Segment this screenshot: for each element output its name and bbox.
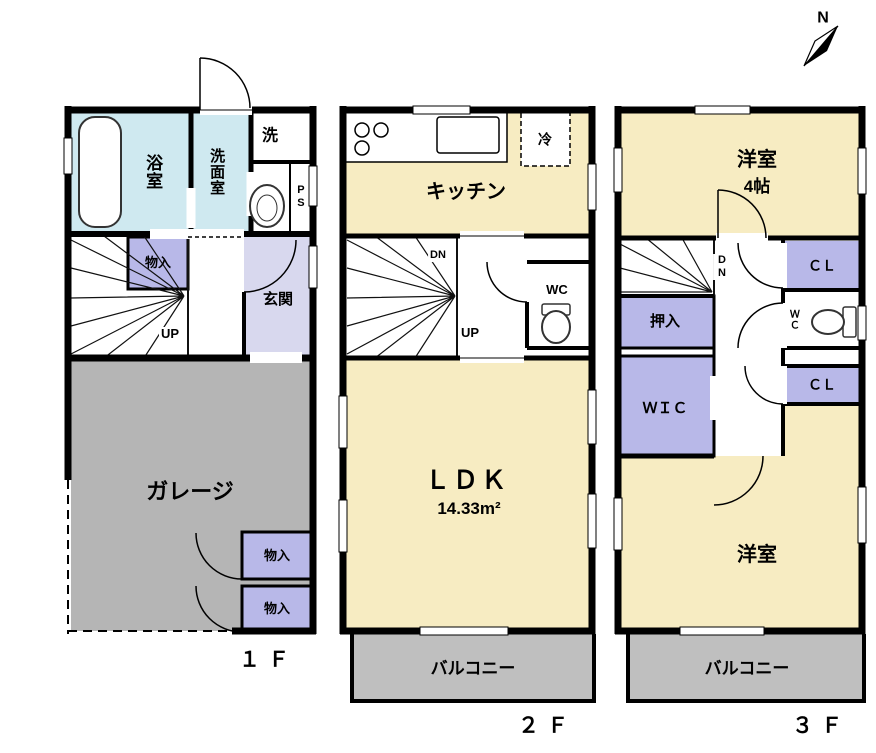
stairs-2f [346,235,456,359]
windows-2f [338,105,597,636]
closet-top-door-arc [737,242,784,289]
door-arcs-3f [713,189,784,506]
balcony-2f-walls [350,634,596,703]
wic-label: ＷＩＣ [642,399,688,417]
stairs-up-2f-label: UP [458,324,482,341]
washroom-room [191,110,251,234]
floor3-plan [613,105,867,703]
laundry-label: 洗 [261,127,279,145]
washroom-label: 洗面室 [208,148,226,196]
storage-mid-door-arc [195,532,243,580]
stairs-down-3f-label: DN [713,254,729,280]
wc-3f-label: ＷＣ [787,309,799,331]
floor2-plan [338,105,597,703]
bedroom-top-door-arc [717,189,767,239]
floor1-label: １Ｆ [239,648,297,672]
bedroom-bottom-door-arc [713,455,764,506]
windows-1f [63,137,318,289]
bedroom-top-label: 洋室 [737,149,777,172]
entrance-door-arc [243,239,297,293]
closet-mid-box [783,366,862,404]
bedroom-bottom-ext [783,404,862,456]
closet-top-label: ＣＬ [808,257,836,274]
oshiire-label: 押入 [649,312,681,330]
bathtub-icon [78,116,122,228]
windows-3f [613,105,867,636]
washbasin-icon [249,184,285,228]
openings-2f [460,231,524,363]
balcony-3f-label: バルコニー [704,658,790,678]
refrigerator-label: 冷 [538,131,552,148]
walls-1f [64,106,317,635]
balcony-3f-walls [626,634,866,703]
sink-icon [436,116,500,154]
storage-top-label: 物入 [144,254,172,270]
refrigerator-box [520,111,571,167]
bedroom-top-size-label: 4帖 [743,176,771,196]
closet-mid-label: ＣＬ [808,376,836,393]
balcony-3f-area [628,634,864,701]
ldk-area-label: 14.33m² [437,498,501,518]
closet-top-box [783,241,862,290]
stairs-down-2f-label: DN [428,249,448,262]
front-door-arc [199,57,251,109]
washbasin-inner [256,194,278,222]
storage-bottom-label: 物入 [263,600,291,616]
kitchen-label: キッチン [426,181,506,204]
floor3-label: ３Ｆ [792,714,850,738]
wc-door-arc-3f [737,302,784,349]
balcony-2f-area [352,634,594,701]
balcony-2f-label: バルコニー [430,658,516,678]
entrance-label: 玄関 [262,290,294,308]
stairs-up-1f-label: UP [158,325,182,342]
toilet-icon-2f [541,310,571,344]
compass-north-label: N [817,9,829,27]
bath-label: 浴室 [143,154,163,190]
ldk-label: ＬＤＫ [424,466,510,495]
stove-icon [354,122,389,156]
wc-door-arc-2f [486,261,528,303]
compass-icon [803,25,839,67]
floor2-label: ２Ｆ [518,714,576,738]
storage-mid-label: 物入 [263,547,291,563]
entrance-room [244,236,313,358]
floor1-plan [63,57,318,635]
wc-2f-label: WC [546,281,568,297]
toilet-icon-3f [811,309,845,335]
bedroom-bottom-room [618,456,862,631]
garage-label: ガレージ [146,479,234,505]
pipe-space-label: PS [294,184,307,210]
ldk-room [343,356,592,631]
closet-mid-door-arc [744,365,784,405]
stairs-3f [619,237,713,293]
bedroom-top-room [618,110,862,238]
storage-mid-box [240,530,315,581]
bedroom-bottom-label: 洋室 [737,544,777,567]
storage-bottom-door-arc [195,585,243,633]
door-arcs-1f [195,57,297,633]
openings-3f [710,233,787,420]
